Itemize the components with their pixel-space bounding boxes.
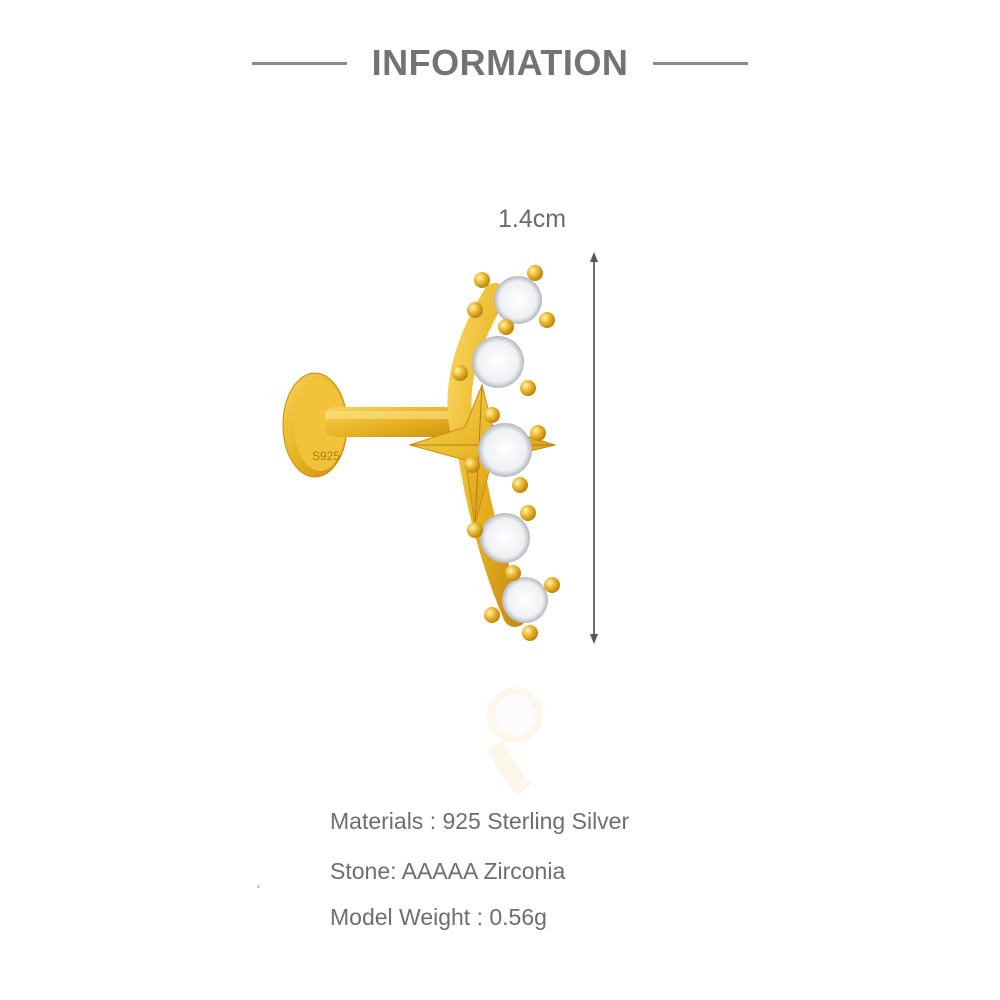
header-divider-left (252, 62, 347, 65)
spec-stone: Stone: AAAAA Zirconia (330, 858, 566, 884)
artifact-speck (257, 885, 260, 888)
stone-3 (478, 423, 532, 477)
s925-stamp: S925 (312, 449, 340, 463)
earring-product-image: S925 (282, 265, 560, 641)
stone-5 (502, 577, 548, 623)
dimension-arrow-icon (590, 252, 598, 644)
stone-2 (472, 336, 524, 388)
product-reflection (486, 687, 543, 795)
stone-1 (494, 276, 542, 324)
spec-materials: Materials : 925 Sterling Silver (330, 808, 630, 834)
header-divider-right (653, 62, 748, 65)
stone-4 (480, 513, 530, 563)
spec-model-weight: Model Weight : 0.56g (330, 904, 547, 930)
page-title: INFORMATION (371, 42, 629, 83)
dimension-label: 1.4cm (498, 205, 567, 233)
